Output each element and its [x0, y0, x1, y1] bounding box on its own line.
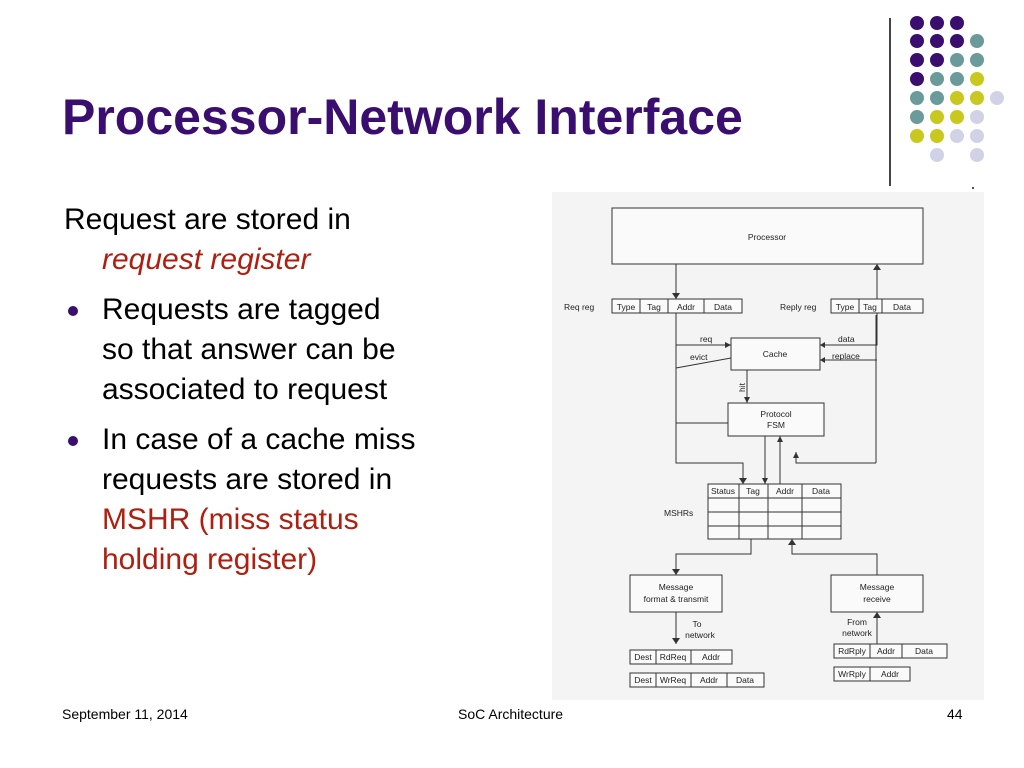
bullet-text-line: holding register): [102, 543, 318, 576]
dot: [970, 148, 984, 162]
mshr-field: Tag: [746, 486, 760, 496]
reply-reg-label: Reply reg: [780, 302, 817, 312]
dot: [970, 110, 984, 124]
evict-signal-label: evict: [690, 352, 708, 362]
protocol-fsm-box: [727, 402, 825, 437]
bullet-text-line: associated to request: [102, 373, 388, 406]
bullet-tagging: Requests are tagged so that answer can b…: [64, 290, 504, 410]
dot: [910, 110, 924, 124]
dot: [990, 91, 1004, 105]
bullet-text-line: so that answer can be: [102, 333, 396, 366]
data-signal-label: data: [838, 334, 855, 344]
to-network-label: network: [685, 630, 716, 640]
hit-signal-label: hit: [737, 382, 747, 392]
mshr-label: MSHRs: [664, 508, 693, 518]
cache-label: Cache: [763, 349, 788, 359]
mshr-field: Data: [812, 486, 830, 496]
dot: [930, 91, 944, 105]
packet-field: Addr: [700, 675, 718, 685]
dot: [910, 129, 924, 143]
dot: [970, 129, 984, 143]
dot: [950, 91, 964, 105]
packet-field: RdRply: [838, 646, 867, 656]
intro-line: Request are stored in: [64, 203, 351, 236]
protocol-label: FSM: [767, 420, 785, 430]
message-receive-label: Message: [860, 582, 895, 592]
footer-date: September 11, 2014: [62, 706, 188, 722]
dot: [910, 53, 924, 67]
mshr-field: Status: [711, 486, 735, 496]
bullet-icon: [68, 306, 78, 316]
bullet-text-line: requests are stored in: [102, 463, 393, 496]
dot: [930, 53, 944, 67]
network-interface-diagram: Processor Req reg Type Tag Addr Data Rep…: [552, 192, 984, 700]
bullet-icon: [68, 436, 78, 446]
footer-title: SoC Architecture: [458, 706, 564, 722]
page-number: 44: [947, 706, 963, 722]
packet-field: WrRply: [838, 669, 866, 679]
dot: [950, 129, 964, 143]
reply-field: Data: [893, 302, 911, 312]
intro-emphasis: request register: [102, 243, 311, 276]
mshr-field: Addr: [776, 486, 794, 496]
req-signal-label: req: [700, 334, 713, 344]
bullet-text-line: In case of a cache miss: [102, 423, 416, 456]
processor-box: [611, 207, 924, 265]
processor-label: Processor: [748, 232, 786, 242]
cache-box: [730, 337, 821, 371]
packet-field: Dest: [634, 652, 652, 662]
dot: [930, 72, 944, 86]
dot: [970, 34, 984, 48]
packet-field: Addr: [702, 652, 720, 662]
dot: [972, 187, 974, 189]
req-reg-label: Req reg: [564, 302, 595, 312]
packet-field: Data: [736, 675, 754, 685]
from-network-label: From: [847, 617, 867, 627]
packet-field: Dest: [634, 675, 652, 685]
dot: [950, 34, 964, 48]
req-field: Data: [714, 302, 732, 312]
replace-signal-label: replace: [832, 351, 860, 361]
from-network-label: network: [842, 628, 873, 638]
packet-field: Addr: [877, 646, 895, 656]
message-format-label: format & transmit: [644, 594, 709, 604]
dot: [910, 72, 924, 86]
dot: [930, 148, 944, 162]
dot: [930, 129, 944, 143]
packet-field: RdReq: [660, 652, 687, 662]
message-format-box: [629, 574, 723, 613]
dot: [970, 72, 984, 86]
slide-body: Request are stored in request register R…: [64, 200, 504, 580]
dot: [930, 110, 944, 124]
dot: [970, 53, 984, 67]
req-field: Tag: [647, 302, 661, 312]
dot: [930, 16, 944, 30]
dot: [970, 91, 984, 105]
reply-field: Tag: [863, 302, 877, 312]
slide-title: Processor-Network Interface: [62, 89, 743, 145]
bullet-text-line: MSHR (miss status: [102, 503, 359, 536]
decorative-divider: [889, 18, 891, 186]
reply-field: Type: [836, 302, 855, 312]
req-field: Type: [617, 302, 636, 312]
bullet-cache-miss: In case of a cache miss requests are sto…: [64, 420, 504, 580]
dot: [950, 53, 964, 67]
dot: [910, 91, 924, 105]
to-network-label: To: [693, 619, 702, 629]
dot: [930, 34, 944, 48]
req-field: Addr: [677, 302, 695, 312]
dot: [910, 16, 924, 30]
dot: [950, 110, 964, 124]
packet-field: WrReq: [660, 675, 687, 685]
bullet-text-line: Requests are tagged: [102, 293, 381, 326]
dot: [910, 34, 924, 48]
message-receive-label: receive: [863, 594, 891, 604]
dot: [950, 16, 964, 30]
message-format-label: Message: [659, 582, 694, 592]
protocol-label: Protocol: [760, 409, 791, 419]
dot: [950, 72, 964, 86]
packet-field: Data: [915, 646, 933, 656]
packet-field: Addr: [881, 669, 899, 679]
